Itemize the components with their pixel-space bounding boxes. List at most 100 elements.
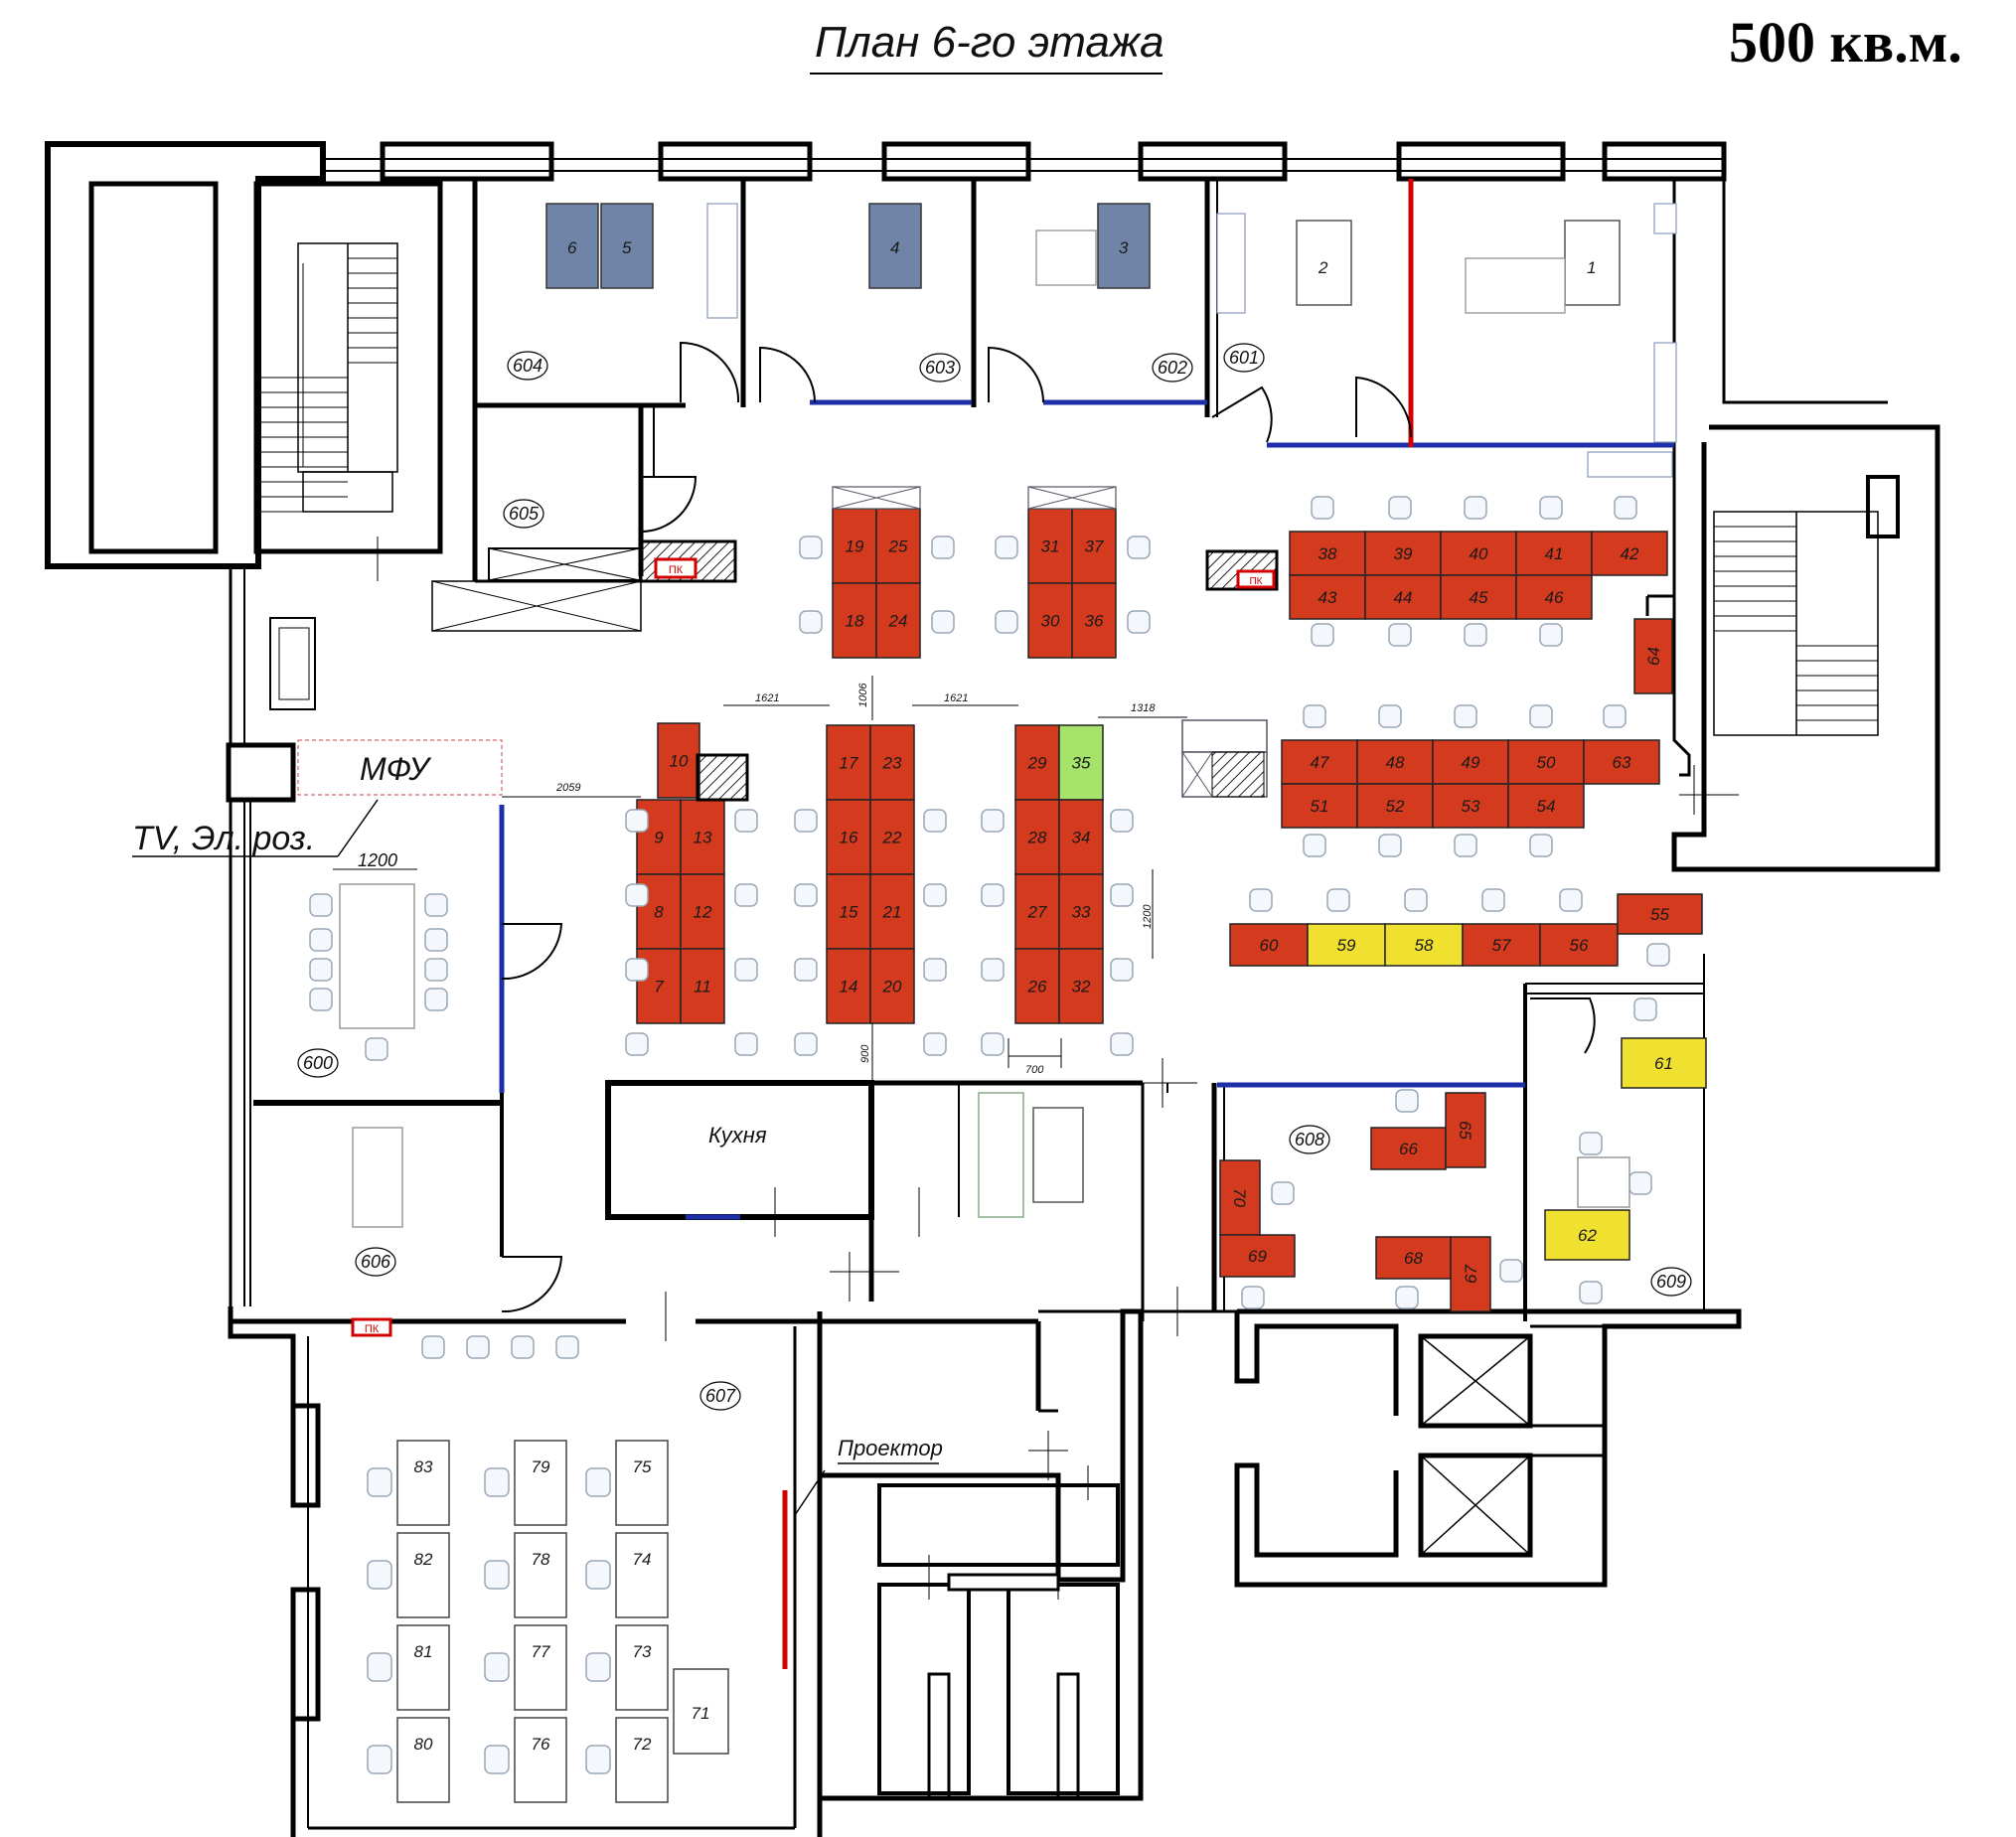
desk-23	[869, 724, 915, 801]
svg-text:ПК: ПК	[669, 564, 684, 576]
desk-number: 48	[1386, 753, 1405, 772]
svg-text:900: 900	[859, 1044, 871, 1063]
chair	[484, 1467, 510, 1497]
desk-68	[1375, 1236, 1452, 1280]
desk-35	[1058, 724, 1104, 801]
desk-number: 19	[846, 537, 864, 556]
chair	[794, 1032, 818, 1056]
chair	[1249, 888, 1273, 912]
desk-38	[1289, 531, 1366, 576]
svg-text:608: 608	[1295, 1130, 1324, 1149]
desk-5	[600, 203, 654, 289]
desk-number: 7	[654, 978, 664, 996]
chair	[1579, 1132, 1603, 1155]
chair	[1633, 997, 1657, 1021]
desk-30	[1027, 582, 1073, 659]
svg-text:2059: 2059	[555, 782, 580, 794]
chair	[995, 536, 1018, 559]
desk-number: 16	[840, 829, 858, 847]
desk-number: 63	[1613, 753, 1631, 772]
svg-text:609: 609	[1656, 1272, 1686, 1292]
chair	[484, 1560, 510, 1590]
desk-number: 54	[1537, 797, 1556, 816]
chair	[931, 610, 955, 634]
desk-number: 61	[1654, 1054, 1673, 1073]
svg-text:1006: 1006	[857, 683, 869, 707]
desk-65	[1445, 1092, 1486, 1168]
desk-3	[1097, 203, 1151, 289]
desk-number: 8	[654, 903, 664, 922]
chair	[309, 893, 333, 917]
chair	[1481, 888, 1505, 912]
chair	[1539, 496, 1563, 520]
desk-54	[1507, 783, 1585, 829]
chair	[1110, 958, 1134, 982]
chair	[367, 1467, 392, 1497]
meeting-tables	[339, 883, 1630, 1228]
chair	[1311, 496, 1334, 520]
desk-number: 77	[532, 1642, 550, 1661]
desk-number: 37	[1085, 537, 1104, 556]
chair	[367, 1745, 392, 1774]
desk-number: 72	[633, 1735, 652, 1754]
desk-number: 83	[414, 1457, 433, 1476]
chair	[1614, 496, 1637, 520]
desk-44	[1364, 574, 1442, 620]
chair	[1388, 496, 1412, 520]
desk-number: 41	[1545, 544, 1564, 563]
desk-62	[1544, 1209, 1630, 1261]
desk-4	[868, 203, 922, 289]
desk-number: 46	[1545, 588, 1564, 607]
chair	[484, 1652, 510, 1682]
desk-82	[396, 1532, 450, 1618]
area-label: 500 кв.м.	[1729, 10, 1962, 75]
desk-number: 45	[1470, 588, 1488, 607]
desk-46	[1515, 574, 1593, 620]
outer-walls	[45, 141, 1940, 1837]
desk-number: 32	[1072, 978, 1091, 996]
desk-6	[545, 203, 599, 289]
plan-title: План 6-го этажа	[815, 18, 1164, 67]
chair	[794, 883, 818, 907]
chair	[1378, 704, 1402, 728]
svg-text:1: 1	[1587, 258, 1596, 277]
desk-number: 26	[1027, 978, 1047, 996]
desk-number: 64	[1644, 647, 1663, 666]
chair	[923, 809, 947, 833]
desk-64	[1633, 618, 1673, 694]
tv-label: TV, Эл. роз.	[132, 820, 315, 857]
chair	[309, 988, 333, 1011]
chair	[1646, 943, 1670, 967]
desk-number: 66	[1399, 1140, 1418, 1158]
desk-number: 34	[1072, 829, 1091, 847]
desk-24	[875, 582, 921, 659]
chair	[1395, 1286, 1419, 1309]
desk-61	[1621, 1037, 1707, 1089]
desk-number: 13	[694, 829, 712, 847]
chair	[1454, 704, 1477, 728]
desk-37	[1071, 508, 1117, 584]
chair	[367, 1652, 392, 1682]
desk-40	[1440, 531, 1517, 576]
svg-text:6: 6	[567, 238, 577, 257]
desk-number: 59	[1337, 936, 1356, 955]
desk-number: 69	[1248, 1247, 1267, 1266]
desk-number: 44	[1394, 588, 1413, 607]
chair	[625, 1032, 649, 1056]
desk-1	[1564, 220, 1621, 306]
chair	[1110, 809, 1134, 833]
desk-number: 38	[1318, 544, 1337, 563]
desk-number: 33	[1072, 903, 1091, 922]
chair	[1127, 610, 1151, 634]
desk-number: 62	[1578, 1226, 1597, 1245]
chair	[923, 1032, 947, 1056]
desk-number: 18	[846, 612, 864, 631]
desk-22	[869, 799, 915, 875]
svg-text:700: 700	[1025, 1064, 1044, 1076]
desk-number: 9	[654, 829, 664, 847]
desk-number: 50	[1537, 753, 1556, 772]
chair	[309, 928, 333, 952]
desk-number: 31	[1041, 537, 1060, 556]
desk-number: 51	[1311, 797, 1329, 816]
